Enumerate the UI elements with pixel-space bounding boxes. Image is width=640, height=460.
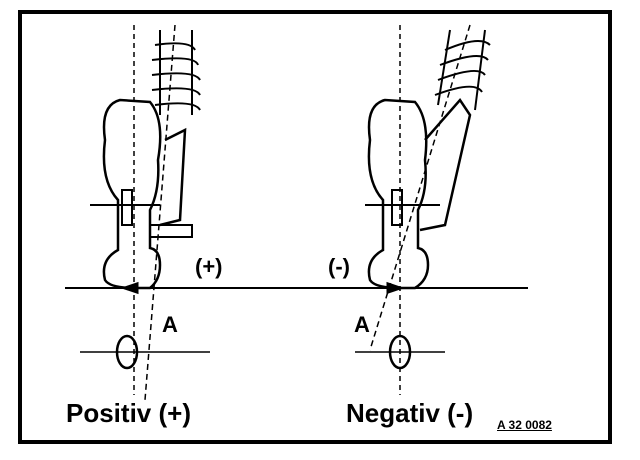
left-strut — [159, 127, 187, 227]
right-steering-axis — [369, 24, 471, 351]
right-wheel-assembly — [355, 24, 491, 395]
figure-code: A 32 0082 — [497, 418, 552, 432]
positive-sign-label: (+) — [195, 254, 223, 279]
left-tire — [102, 98, 162, 290]
left-steering-axis — [144, 24, 176, 401]
caption-negative: Negativ (-) — [346, 398, 474, 428]
offset-right-label: A — [354, 312, 370, 337]
right-tire — [367, 98, 430, 290]
right-contact-patch — [388, 334, 412, 370]
right-arrow-icon — [386, 281, 405, 295]
negative-sign-label: (-) — [328, 254, 350, 279]
frame — [18, 10, 612, 444]
right-spring — [434, 29, 491, 111]
left-arrow-icon — [120, 281, 139, 295]
offset-left-label: A — [162, 312, 178, 337]
left-arm — [149, 224, 193, 238]
left-hub — [121, 189, 133, 226]
left-wheel-assembly — [80, 24, 210, 401]
right-strut — [419, 97, 472, 232]
left-spring — [151, 30, 201, 115]
caption-positive: Positiv (+) — [66, 398, 191, 428]
left-contact-patch — [115, 334, 139, 370]
right-hub — [391, 189, 403, 226]
